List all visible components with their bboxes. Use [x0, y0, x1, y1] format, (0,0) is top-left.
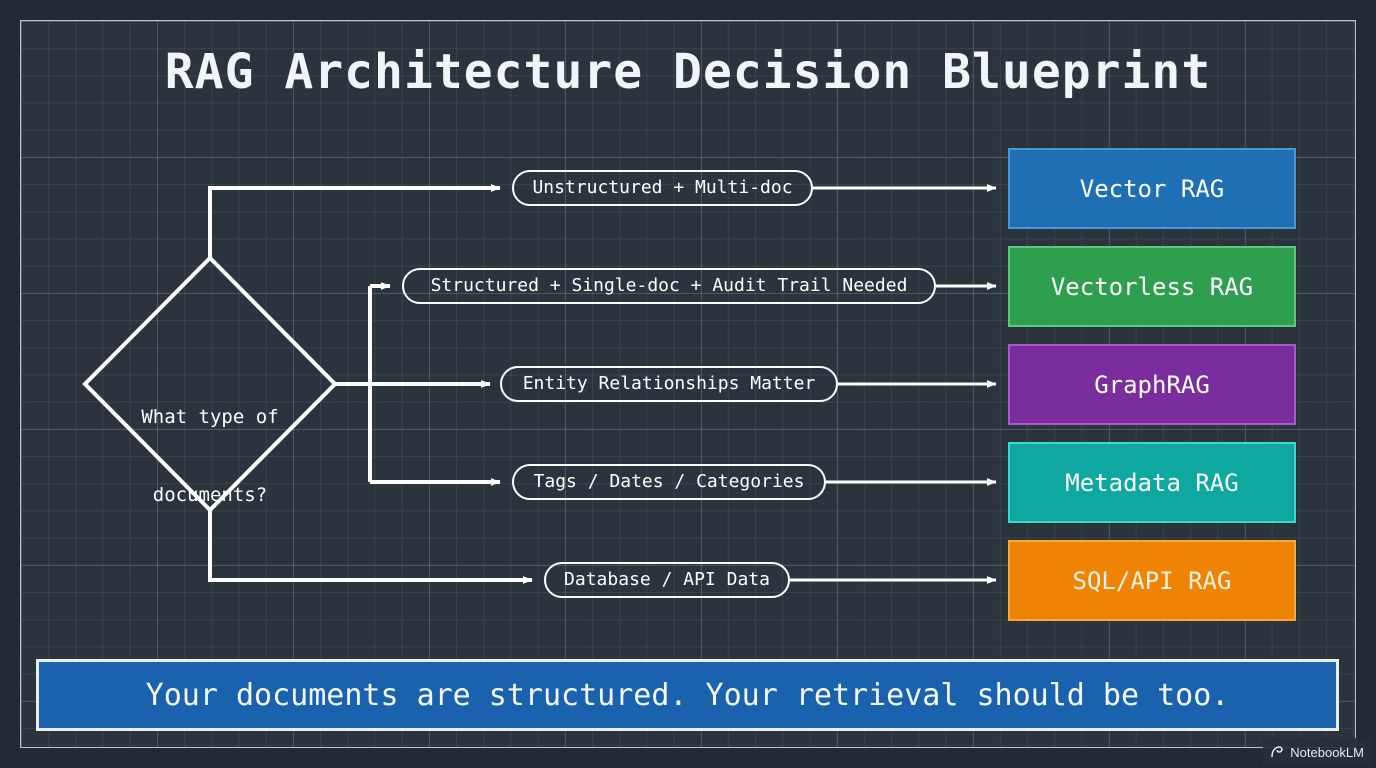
- result-box-label: SQL/API RAG: [1072, 566, 1232, 595]
- result-box-metadata-rag[interactable]: Metadata RAG: [1008, 442, 1296, 523]
- result-box-vectorless-rag[interactable]: Vectorless RAG: [1008, 246, 1296, 327]
- result-box-label: GraphRAG: [1094, 370, 1210, 399]
- condition-pill-1[interactable]: Unstructured + Multi-doc: [512, 170, 813, 206]
- page-title: RAG Architecture Decision Blueprint: [164, 44, 1212, 100]
- result-box-graphrag[interactable]: GraphRAG: [1008, 344, 1296, 425]
- condition-pill-2[interactable]: Structured + Single-doc + Audit Trail Ne…: [402, 268, 936, 304]
- connector-branch-5: [208, 510, 533, 584]
- tagline-banner: Your documents are structured. Your retr…: [36, 659, 1339, 731]
- notebooklm-spiral-icon: [1269, 744, 1285, 760]
- condition-pill-4[interactable]: Tags / Dates / Categories: [512, 464, 826, 500]
- connector-branch-1: [208, 184, 501, 258]
- notebooklm-label: NotebookLM: [1290, 744, 1364, 760]
- decision-label-line-2: documents?: [152, 484, 268, 506]
- decision-diamond-label: What type of documents?: [85, 352, 335, 560]
- notebooklm-watermark: NotebookLM: [1263, 738, 1372, 766]
- result-box-sql-api-rag[interactable]: SQL/API RAG: [1008, 540, 1296, 621]
- result-box-label: Vector RAG: [1079, 174, 1225, 203]
- condition-pill-3[interactable]: Entity Relationships Matter: [500, 366, 838, 402]
- condition-pill-5[interactable]: Database / API Data: [544, 562, 790, 598]
- result-box-vector-rag[interactable]: Vector RAG: [1008, 148, 1296, 229]
- tagline-text: Your documents are structured. Your retr…: [145, 677, 1230, 713]
- decision-label-line-1: What type of: [141, 406, 279, 428]
- result-box-label: Metadata RAG: [1065, 468, 1239, 497]
- result-box-label: Vectorless RAG: [1050, 272, 1254, 301]
